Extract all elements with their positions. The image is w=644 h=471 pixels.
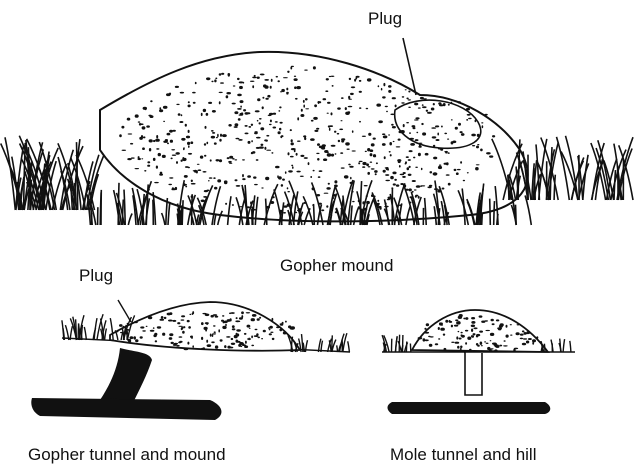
gopher-tunnel-drawing [31,300,350,420]
plug-label-bottom: Plug [79,267,113,284]
plug-label-top: Plug [368,10,402,27]
mole-tunnel-drawing [382,310,575,414]
gopher-mound-drawing [1,38,633,225]
gopher-mound-caption: Gopher mound [280,257,393,274]
mole-tunnel-caption: Mole tunnel and hill [390,446,536,463]
gopher-tunnel-caption: Gopher tunnel and mound [28,446,226,463]
plug-pointer-bottom [118,300,131,322]
